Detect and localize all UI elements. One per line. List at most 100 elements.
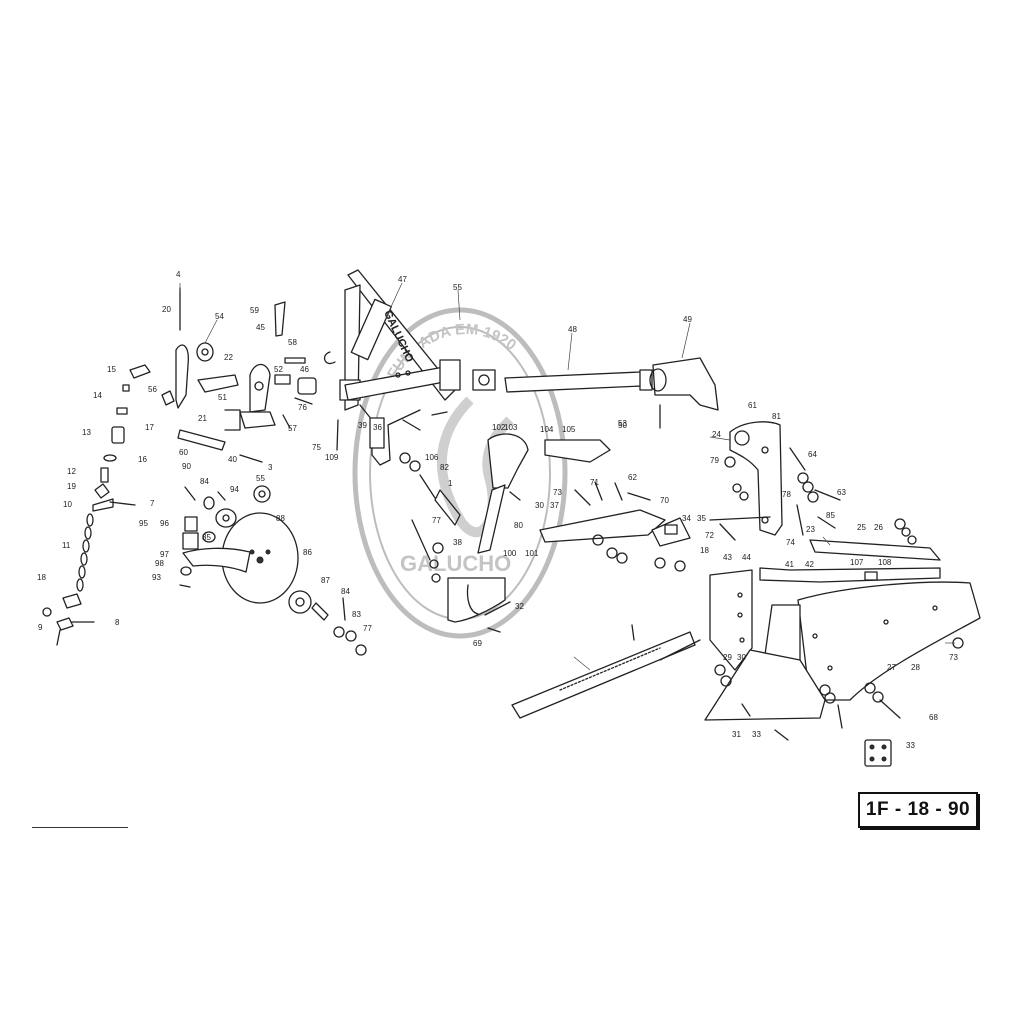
part-label: 72 — [705, 531, 714, 540]
main-beam-group: GALUCHO — [323, 269, 461, 466]
wheel-assembly-group — [179, 485, 367, 656]
part-label: 22 — [224, 353, 233, 362]
part-label: 1 — [448, 479, 453, 488]
part-label: 60 — [179, 448, 188, 457]
part-label: 44 — [742, 553, 751, 562]
part-label: 62 — [628, 473, 637, 482]
part-label: 13 — [82, 428, 91, 437]
part-label: 26 — [874, 523, 883, 532]
watermark-text-bottom: GALUCHO — [400, 551, 511, 576]
part-label: 101 — [525, 549, 539, 558]
share-brackets-group — [539, 421, 941, 583]
part-label: 74 — [786, 538, 795, 547]
part-label: 94 — [230, 485, 239, 494]
part-label: 21 — [198, 414, 207, 423]
part-label: 54 — [215, 312, 224, 321]
part-label: 38 — [453, 538, 462, 547]
part-label: 27 — [887, 663, 896, 672]
chain-linkage-group — [42, 287, 181, 646]
part-label: 3 — [268, 463, 273, 472]
part-label: 69 — [473, 639, 482, 648]
part-label: 59 — [250, 306, 259, 315]
part-label: 12 — [67, 467, 76, 476]
part-label: 8 — [115, 618, 120, 627]
part-label: 46 — [300, 365, 309, 374]
part-label: 31 — [732, 730, 741, 739]
part-label: 55 — [453, 283, 462, 292]
part-label: 41 — [785, 560, 794, 569]
part-label: 15 — [107, 365, 116, 374]
part-label: 49 — [683, 315, 692, 324]
part-label: 35 — [697, 514, 706, 523]
part-label: 80 — [514, 521, 523, 530]
part-label: 105 — [562, 425, 576, 434]
part-label: 25 — [857, 523, 866, 532]
center-bracket-group — [399, 433, 611, 633]
chain-links — [76, 513, 94, 592]
part-label: 107 — [850, 558, 864, 567]
part-label: 56 — [148, 385, 157, 394]
part-label: 43 — [723, 553, 732, 562]
part-label: 77 — [432, 516, 441, 525]
part-label: 4 — [176, 270, 181, 279]
part-label: 9 — [38, 623, 43, 632]
part-label: 109 — [325, 453, 339, 462]
part-label: 30 — [737, 653, 746, 662]
part-label: 28 — [911, 663, 920, 672]
part-label: 40 — [228, 455, 237, 464]
part-label: 76 — [298, 403, 307, 412]
part-label: 79 — [710, 456, 719, 465]
footer-rule — [32, 827, 128, 828]
part-label: 103 — [504, 423, 518, 432]
part-label: 39 — [358, 421, 367, 430]
part-label: 88 — [276, 514, 285, 523]
part-label: 84 — [341, 587, 350, 596]
part-label: 47 — [398, 275, 407, 284]
part-label: 17 — [145, 423, 154, 432]
part-label: 87 — [321, 576, 330, 585]
part-label: 50 — [618, 421, 627, 430]
part-label: 106 — [425, 453, 439, 462]
part-label: 73 — [949, 653, 958, 662]
part-label: 18 — [37, 573, 46, 582]
part-label: 52 — [274, 365, 283, 374]
part-label: 78 — [782, 490, 791, 499]
part-label: 108 — [878, 558, 892, 567]
part-label: 33 — [752, 730, 761, 739]
part-label: 86 — [303, 548, 312, 557]
part-label: 57 — [288, 424, 297, 433]
part-label: 84 — [200, 477, 209, 486]
part-label: 37 — [550, 501, 559, 510]
mouldboard-group — [511, 569, 981, 767]
part-label: 16 — [138, 455, 147, 464]
part-label: 34 — [682, 514, 691, 523]
part-label: 68 — [929, 713, 938, 722]
part-label: 55 — [256, 474, 265, 483]
part-label: 96 — [160, 519, 169, 528]
part-label: 64 — [808, 450, 817, 459]
lever-brackets-group — [161, 301, 317, 463]
part-label: 29 — [723, 653, 732, 662]
part-label: 63 — [837, 488, 846, 497]
part-label: 98 — [155, 559, 164, 568]
part-label: 10 — [63, 500, 72, 509]
part-label: 83 — [352, 610, 361, 619]
brand-plate — [350, 298, 392, 361]
part-label: 90 — [182, 462, 191, 471]
part-label: 104 — [540, 425, 554, 434]
part-label: 85 — [202, 533, 211, 542]
part-label: 18 — [700, 546, 709, 555]
part-label: 81 — [772, 412, 781, 421]
part-label: 95 — [139, 519, 148, 528]
part-label: 58 — [288, 338, 297, 347]
part-label: 33 — [906, 741, 915, 750]
part-label: 53 — [618, 419, 627, 428]
part-label: 100 — [503, 549, 517, 558]
part-label: 102 — [492, 423, 506, 432]
part-label: 23 — [806, 525, 815, 534]
part-label: 73 — [553, 488, 562, 497]
part-label: 30 — [535, 501, 544, 510]
horizontal-shaft-group — [472, 357, 719, 429]
part-label: 19 — [67, 482, 76, 491]
